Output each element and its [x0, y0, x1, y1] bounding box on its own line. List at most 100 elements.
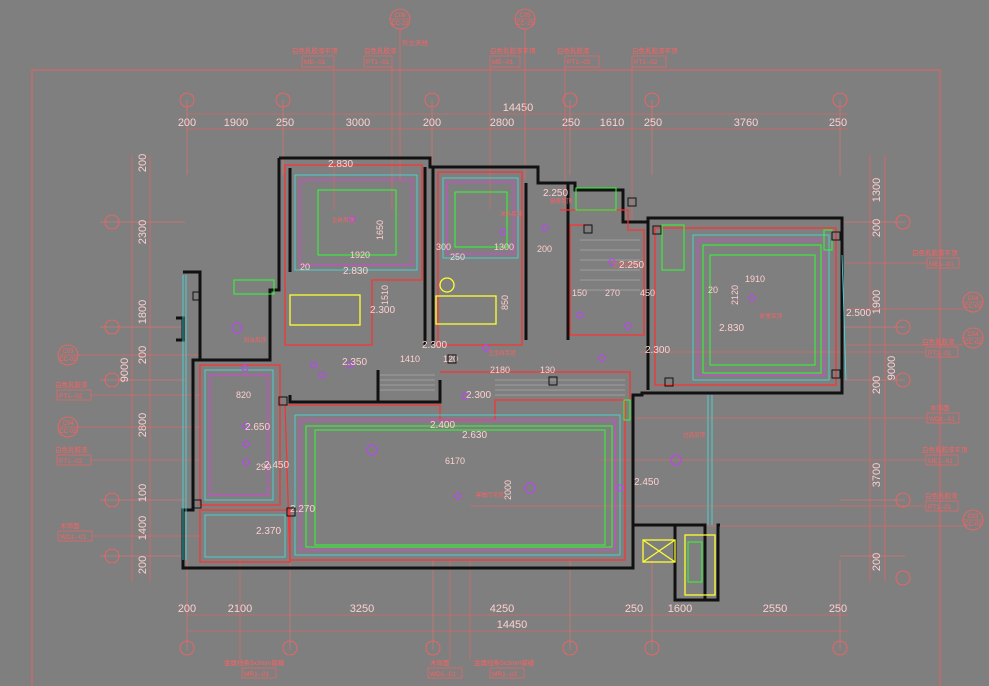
tag-text: C06	[394, 13, 406, 19]
dim-text: 1920	[350, 250, 370, 260]
right-section-tag: C04 CC-02	[845, 327, 984, 349]
room-labels: 主卧吊顶 次卧吊顶 卧室吊顶 厨房吊顶 阳台吊顶 过道吊顶 客餐厅吊顶 卫生间吊…	[244, 197, 783, 499]
note-text: 白色乳胶漆	[557, 46, 590, 55]
dim-text: 2800	[137, 413, 149, 437]
note-code: ME--01	[492, 59, 514, 66]
dim-text: 290	[256, 462, 271, 472]
tag-text: C04	[967, 296, 979, 302]
note-code: PT1--01	[928, 504, 952, 511]
note-code: ME1--01	[928, 458, 953, 465]
top-section-tag: C05 CC-25	[514, 8, 536, 180]
yellow-elements	[289, 277, 716, 596]
note-text: 白色乳胶漆	[55, 380, 88, 389]
tag-text: C05	[519, 13, 531, 19]
note-code: WD1--01	[430, 671, 456, 678]
note-code: PT1--02	[59, 458, 83, 465]
height-text: 2.300	[466, 390, 491, 401]
note-text: 白色乳胶漆	[925, 491, 958, 500]
height-text: 2.450	[264, 460, 289, 471]
height-text: 2.250	[543, 188, 568, 199]
room-label: 卫生间吊顶	[488, 349, 516, 357]
left-note: 白色乳胶漆 PT1--02	[55, 380, 200, 401]
top-section-tag: C06 CC-22	[389, 8, 411, 180]
right-note: 白色乳胶漆平顶 ME1--01	[600, 445, 968, 466]
dim-text: 6170	[445, 456, 465, 466]
dim-text: 2120	[730, 285, 740, 305]
height-text: 2.270	[290, 504, 315, 515]
dim-text: 450	[640, 288, 655, 298]
tag-text: CC-02	[59, 357, 77, 363]
left-note: 白色乳胶漆 PT1--02	[55, 445, 200, 466]
room-label: 厨房吊顶	[550, 197, 573, 205]
dim-text: 200	[871, 376, 883, 394]
dim-text: 9000	[119, 358, 131, 382]
dim-text: 1300	[871, 178, 883, 202]
dim-text: 1900	[871, 290, 883, 314]
bottom-note: 金属线条5x3mm留缝 MR1--02	[469, 560, 535, 679]
room-label: 主卧吊顶	[332, 216, 355, 224]
light-fixtures	[231, 215, 756, 500]
grid-bubbles	[104, 92, 911, 656]
tag-text: CC-02	[964, 340, 982, 346]
dim-text: 250	[562, 117, 580, 129]
height-text: 2.350	[342, 357, 367, 368]
tag-text: C04	[967, 332, 979, 338]
note-text: 木饰面	[60, 521, 80, 530]
dim-text: 120	[443, 354, 458, 364]
note-text: 金属线条5x3mm留缝	[474, 658, 535, 667]
dim-text: 2300	[137, 220, 149, 244]
dim-text: 1300	[494, 242, 514, 252]
dim-text: 300	[436, 242, 451, 252]
tag-text: CC-02	[59, 429, 77, 435]
room-label: 阳台吊顶	[244, 336, 267, 344]
dim-text: 9000	[886, 356, 898, 380]
top-note: 白色乳胶漆平顶 ME--01	[489, 46, 536, 210]
note-text: 白色乳胶漆平顶	[490, 46, 536, 55]
height-text: 2.830	[719, 323, 744, 334]
top-note: 白色乳胶漆平顶 PT1--02	[631, 46, 678, 220]
tag-text: C03	[62, 349, 74, 355]
note-text: 白色乳胶漆平顶	[922, 445, 968, 454]
left-note: 木饰面 WD1--01	[57, 521, 200, 542]
bottom-note: 木饰面 WD1--01	[427, 560, 463, 679]
note-code: ME1--01	[929, 261, 954, 268]
dim-text: 1800	[137, 300, 149, 324]
ceiling-magenta	[209, 179, 825, 551]
dim-text: 250	[829, 603, 847, 615]
material-notes: 白色乳胶漆平顶 ME--01 白色乳胶漆 PT1--01 外立天线 白色乳胶漆平…	[55, 38, 968, 679]
height-text: 2.370	[256, 526, 281, 537]
dim-text: 1650	[375, 220, 385, 240]
note-code: PT1--01	[928, 350, 952, 357]
right-dimensions: 200 1300 1900 200 3700 200 9000	[871, 178, 898, 571]
dim-text: 3700	[871, 463, 883, 487]
fixture-symbols	[192, 197, 841, 517]
dim-text: 150	[572, 288, 587, 298]
top-note-short: 外立天线	[402, 38, 429, 47]
top-note: 白色乳胶漆 PT1--01	[363, 46, 397, 210]
dim-text: 250	[625, 603, 643, 615]
ceiling-cyan	[182, 174, 847, 560]
note-text: 白色乳胶漆	[364, 46, 397, 55]
walls-red	[199, 164, 837, 563]
height-text: 2.830	[343, 266, 368, 277]
note-text: 白色乳胶漆平顶	[632, 46, 678, 55]
height-text: 2.830	[328, 159, 353, 170]
section-tags: C06 CC-22 C05 CC-25 C03 CC-02 C04 CC-02	[57, 8, 984, 531]
right-note: 木饰面 WD1--01	[630, 403, 960, 424]
room-label: 卫生间吊顶	[612, 261, 640, 269]
dim-text: 200	[137, 154, 149, 172]
height-text: 2.630	[462, 430, 487, 441]
dim-text: 1510	[380, 285, 390, 305]
dim-text: 3250	[350, 603, 374, 615]
left-dimensions: 200 2300 1800 200 2800 100 1400 200 9000	[119, 154, 149, 574]
dim-text: 200	[178, 117, 196, 129]
note-text: 白色乳胶漆平顶	[912, 248, 958, 257]
overall-bottom-dim: 14450	[497, 619, 528, 631]
dim-text: 200	[871, 219, 883, 237]
tag-text: CC-25	[516, 21, 534, 27]
height-text: 2.500	[846, 308, 871, 319]
tag-text: C02	[967, 514, 979, 520]
dim-text: 2550	[763, 603, 787, 615]
dim-text: 3760	[734, 117, 758, 129]
room-label: 过道吊顶	[683, 431, 706, 439]
